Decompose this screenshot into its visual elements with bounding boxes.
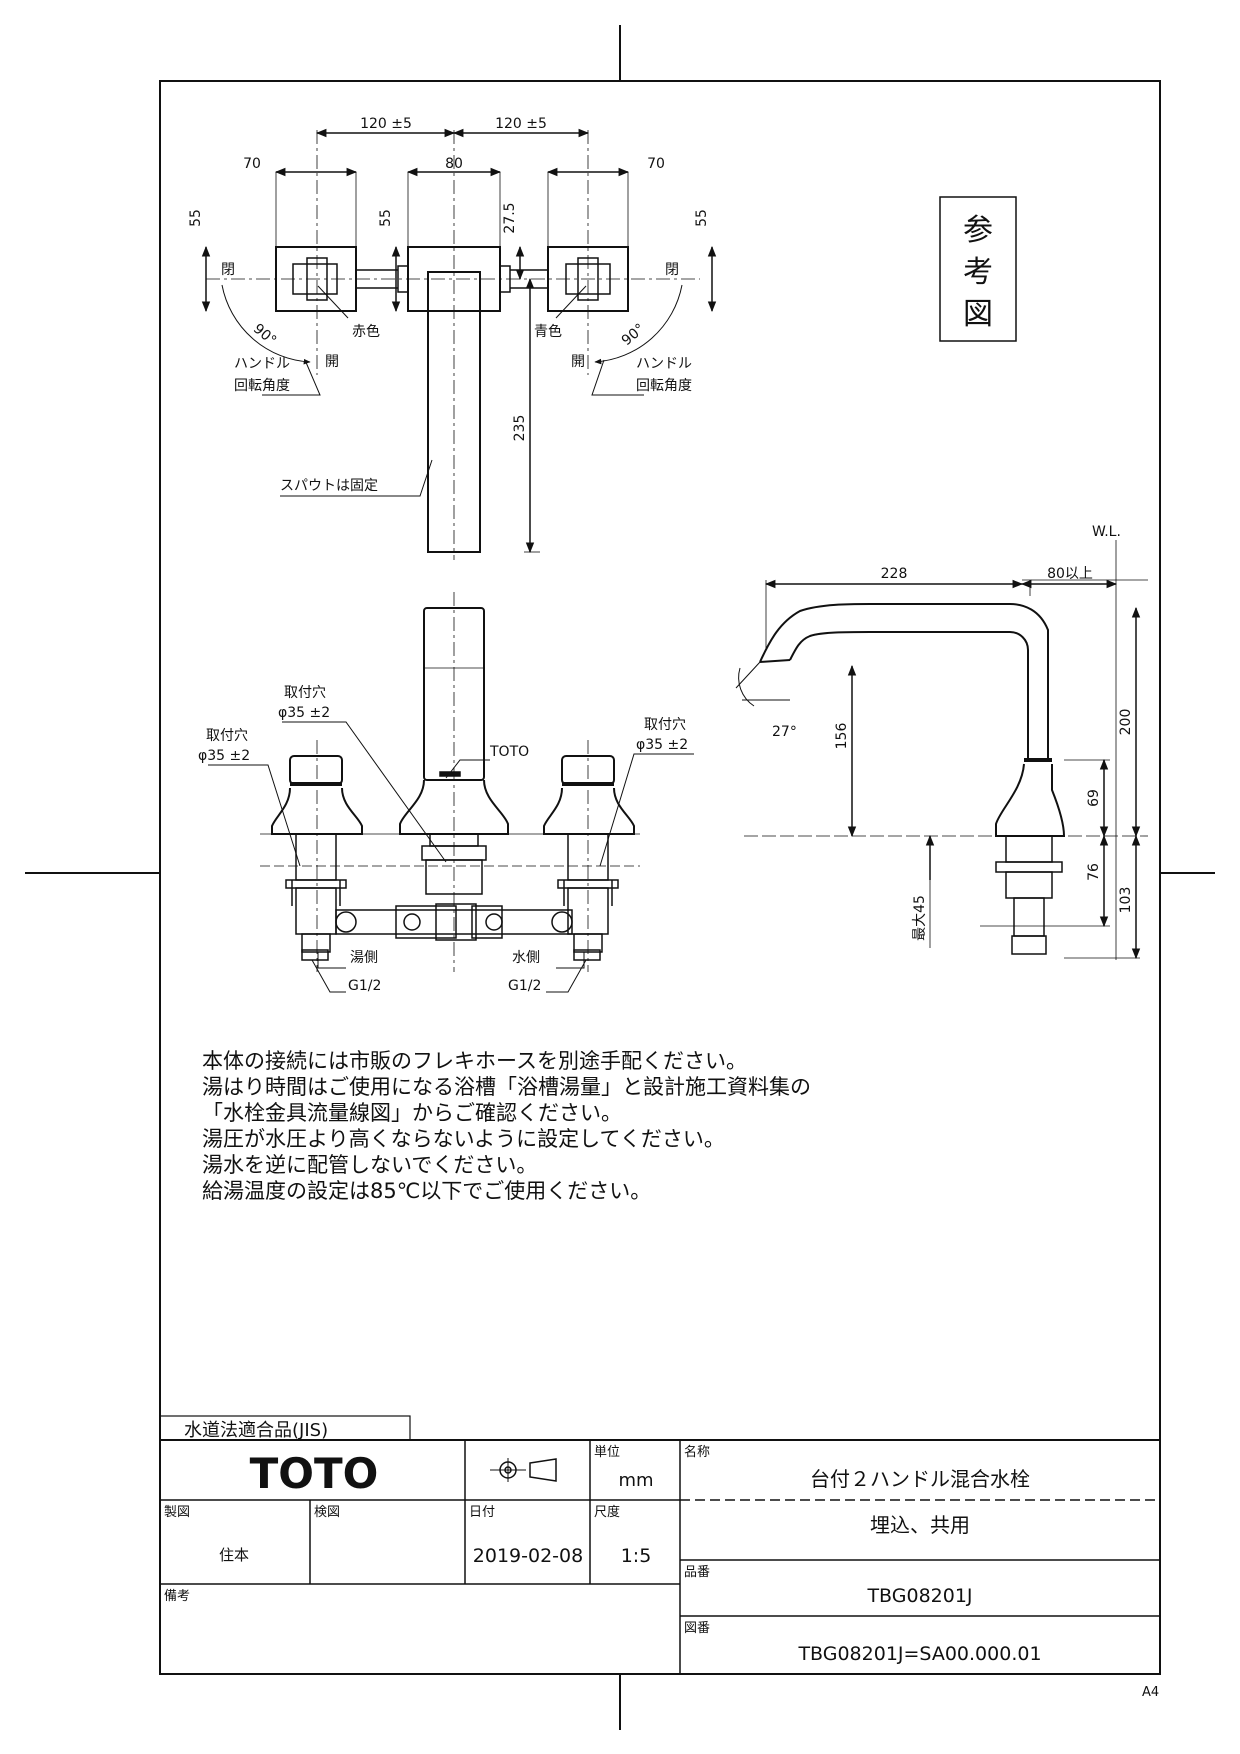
dim-handle-depth-left: 55 <box>188 209 204 227</box>
title-block <box>159 1415 1161 1675</box>
label-close-right: 閉 <box>665 262 679 278</box>
remarks-label: 備考 <box>164 1588 190 1604</box>
dim-handle-pitch-left: 120 ±5 <box>360 116 412 132</box>
reference-stamp-char: 考 <box>963 255 993 290</box>
title-block-text: 水道法適合品(JIS) TOTO 単位 mm 名称 台付２ハンドル混合水栓 埋込… <box>164 1420 1159 1700</box>
water-level-label: W.L. <box>1092 524 1121 540</box>
scale-value: 1:5 <box>621 1545 652 1567</box>
label-red: 赤色 <box>352 323 380 340</box>
product-subtitle: 埋込、共用 <box>870 1513 970 1537</box>
part-value: TBG08201J <box>866 1585 972 1607</box>
side-angle: 27° <box>772 724 797 740</box>
dim-offset: 27.5 <box>502 202 518 233</box>
dim-spout-depth: 55 <box>378 209 394 227</box>
handle-rotation-left-line1: ハンドル <box>234 356 290 372</box>
side-view-labels: W.L. 228 80以上 27° 156 200 69 76 103 最大45 <box>772 524 1134 941</box>
front-view-labels: 取付穴 φ35 ±2 取付穴 φ35 ±2 取付穴 φ35 ±2 TOTO 湯側… <box>198 685 688 994</box>
product-name: 台付２ハンドル混合水栓 <box>810 1467 1030 1491</box>
dim-spout-length: 235 <box>512 415 528 442</box>
note-line: 「水栓金具流量線図」からご確認ください。 <box>202 1101 622 1125</box>
angle-left: 90° <box>250 321 279 349</box>
brand-mark: TOTO <box>489 744 529 760</box>
checked-label: 検図 <box>314 1505 340 1520</box>
dim-handle-width-left: 70 <box>243 156 261 172</box>
dim-handle-width-right: 70 <box>647 156 665 172</box>
scale-label: 尺度 <box>594 1504 620 1520</box>
note-line: 湯水を逆に配管しないでください。 <box>202 1153 538 1177</box>
dim-handle-depth-right: 55 <box>694 209 710 227</box>
cold-side-label: 水側 <box>512 950 540 966</box>
dim-reach: 228 <box>881 566 908 582</box>
mount-hole-left-size: φ35 ±2 <box>198 748 250 764</box>
handle-rotation-right-line1: ハンドル <box>636 356 692 372</box>
dim-below-b: 103 <box>1118 887 1134 914</box>
dim-total-height: 200 <box>1118 709 1134 736</box>
installation-notes: 本体の接続には市販のフレキホースを別途手配ください。 湯はり時間はご使用になる浴… <box>202 1048 1102 1204</box>
mount-hole-right-title: 取付穴 <box>644 717 686 733</box>
dim-spout-height: 156 <box>834 723 850 750</box>
date-value: 2019-02-08 <box>473 1545 583 1567</box>
front-view <box>208 592 694 993</box>
hot-side-label: 湯側 <box>350 949 378 966</box>
top-view <box>201 128 717 560</box>
reference-stamp: 参考図 <box>939 196 1017 342</box>
dim-below-a: 76 <box>1086 863 1102 881</box>
label-close-left: 閉 <box>221 262 235 278</box>
handle-rotation-left-line2: 回転角度 <box>234 378 290 394</box>
part-label: 品番 <box>684 1565 710 1580</box>
note-line: 湯はり時間はご使用になる浴槽「浴槽湯量」と設計施工資料集の <box>202 1075 811 1099</box>
reference-stamp-char: 図 <box>963 297 993 332</box>
reference-stamp-char: 参 <box>963 213 993 248</box>
unit-label: 単位 <box>594 1444 620 1460</box>
note-line: 本体の接続には市販のフレキホースを別途手配ください。 <box>202 1049 747 1073</box>
dim-spout-width: 80 <box>445 156 463 172</box>
dim-max-deck: 最大45 <box>912 895 928 941</box>
note-line: 給湯温度の設定は85℃以下でご使用ください。 <box>202 1179 652 1203</box>
compliance-label: 水道法適合品(JIS) <box>184 1420 328 1441</box>
label-open-right: 開 <box>571 354 585 370</box>
name-label: 名称 <box>684 1444 710 1460</box>
unit-value: mm <box>618 1470 653 1491</box>
note-line: 湯圧が水圧より高くならないように設定してください。 <box>202 1127 725 1151</box>
thread-left: G1/2 <box>348 978 381 994</box>
drawing-no-label: 図番 <box>684 1621 710 1636</box>
mount-hole-center-size: φ35 ±2 <box>278 705 330 721</box>
thread-right: G1/2 <box>508 978 541 994</box>
svg-text:参考図: 参考図 <box>963 213 993 332</box>
label-blue: 青色 <box>534 323 562 340</box>
dim-clearance: 80以上 <box>1047 566 1093 582</box>
toto-logo: TOTO <box>250 1449 379 1498</box>
drawn-label: 製図 <box>164 1505 190 1520</box>
mount-hole-center-title: 取付穴 <box>284 685 326 701</box>
dim-body: 69 <box>1086 789 1102 807</box>
date-label: 日付 <box>469 1505 495 1520</box>
side-view <box>735 540 1148 960</box>
drawing-no-value: TBG08201J=SA00.000.01 <box>797 1643 1041 1665</box>
label-spout-fixed: スパウトは固定 <box>280 478 378 494</box>
mount-hole-right-size: φ35 ±2 <box>636 737 688 753</box>
mount-hole-left-title: 取付穴 <box>206 728 248 744</box>
drawn-value: 住本 <box>219 1546 249 1564</box>
dim-handle-pitch-right: 120 ±5 <box>495 116 547 132</box>
label-open-left: 開 <box>325 354 339 370</box>
handle-rotation-right-line2: 回転角度 <box>636 378 692 394</box>
sheet-size: A4 <box>1142 1685 1159 1700</box>
top-view-labels: 120 ±5 120 ±5 70 80 70 55 55 27.5 55 235… <box>188 116 710 494</box>
